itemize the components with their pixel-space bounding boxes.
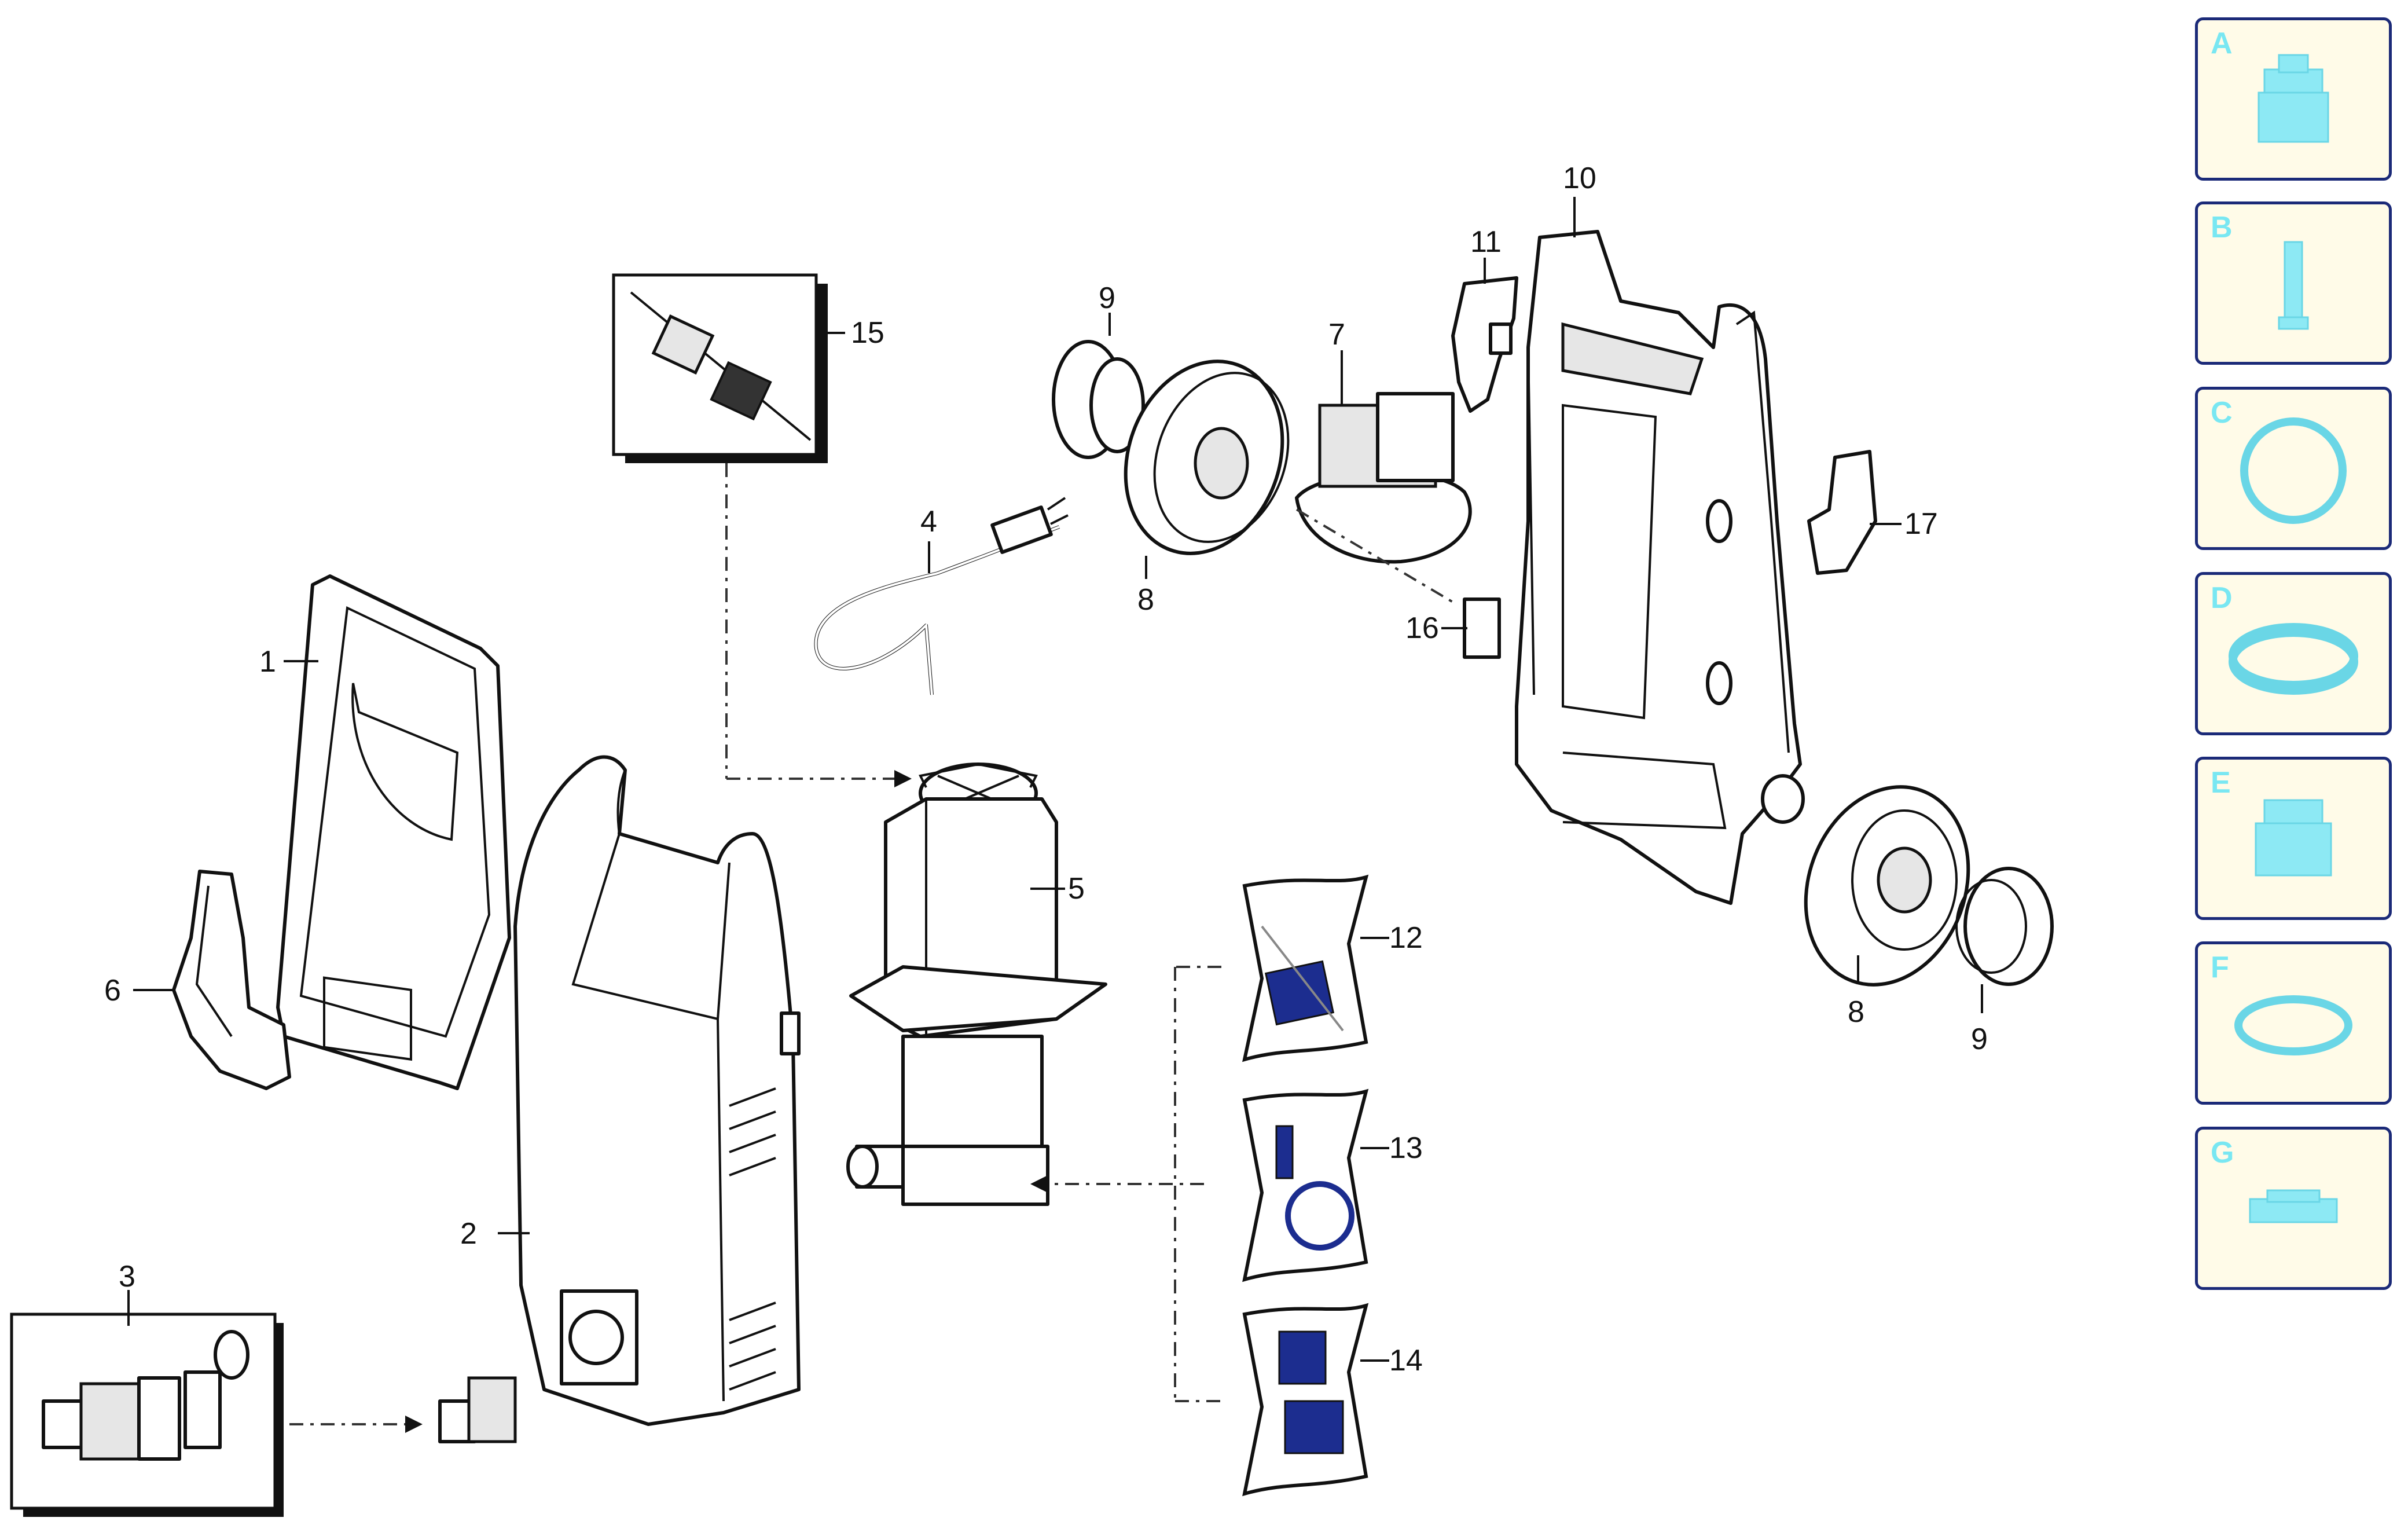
callout-2: 2 bbox=[460, 1217, 477, 1251]
part-2-housing[interactable] bbox=[513, 755, 801, 1426]
callout-11: 11 bbox=[1470, 225, 1502, 259]
part-3-coupling-kit[interactable] bbox=[10, 1313, 284, 1517]
callout-17: 17 bbox=[1904, 507, 1938, 541]
callout-1: 1 bbox=[259, 645, 276, 679]
category-tile-a[interactable]: A bbox=[2195, 17, 2392, 181]
callout-10: 10 bbox=[1563, 162, 1596, 195]
tile-letter: E bbox=[2211, 766, 2231, 800]
callout-15: 15 bbox=[851, 316, 884, 350]
o-ring-icon bbox=[2234, 995, 2352, 1055]
callout-5: 5 bbox=[1068, 872, 1085, 906]
part-14-kit-bag[interactable] bbox=[1242, 1303, 1369, 1497]
callout-9-bottom: 9 bbox=[1971, 1022, 1988, 1056]
tile-letter: B bbox=[2211, 211, 2233, 244]
part-12-kit-bag[interactable] bbox=[1242, 874, 1369, 1062]
part-8-wheel-top[interactable] bbox=[1100, 339, 1311, 575]
gasket-icon bbox=[2229, 623, 2358, 695]
part-4-power-cord[interactable] bbox=[814, 497, 1069, 695]
callout-6: 6 bbox=[104, 974, 121, 1007]
tile-letter: G bbox=[2211, 1136, 2234, 1170]
part-17-clip[interactable] bbox=[1807, 450, 1877, 575]
callout-4: 4 bbox=[920, 505, 937, 538]
callout-16: 16 bbox=[1405, 611, 1439, 645]
part-9-wheel-cap-bottom[interactable] bbox=[1955, 867, 2054, 986]
callout-14: 14 bbox=[1389, 1344, 1423, 1377]
category-tile-f[interactable]: F bbox=[2195, 941, 2392, 1105]
part-16-clip[interactable] bbox=[1463, 597, 1501, 659]
callout-9-top: 9 bbox=[1099, 281, 1115, 315]
part-13-kit-bag[interactable] bbox=[1242, 1088, 1369, 1282]
seal-ring-icon bbox=[2240, 417, 2347, 524]
tile-letter: D bbox=[2211, 581, 2233, 615]
category-tile-d[interactable]: D bbox=[2195, 572, 2392, 735]
part-9-wheel-cap-top[interactable] bbox=[1052, 340, 1145, 459]
part-6-hook[interactable] bbox=[172, 870, 291, 1090]
piston-icon bbox=[2278, 241, 2309, 330]
part-11-cord-hook[interactable] bbox=[1451, 276, 1518, 413]
category-tile-c[interactable]: C bbox=[2195, 387, 2392, 550]
flat-seal-icon bbox=[2249, 1189, 2338, 1223]
category-tile-e[interactable]: E bbox=[2195, 757, 2392, 920]
callout-12: 12 bbox=[1389, 921, 1423, 955]
pump-head-icon bbox=[2258, 54, 2329, 143]
part-7-pressure-switch[interactable] bbox=[1295, 392, 1472, 564]
part-1-front-cover[interactable] bbox=[276, 574, 511, 1090]
tile-letter: C bbox=[2211, 396, 2233, 430]
callout-13: 13 bbox=[1389, 1131, 1423, 1165]
callout-3: 3 bbox=[119, 1260, 135, 1293]
part-5-motor-pump[interactable] bbox=[846, 762, 1107, 1206]
part-10-chassis[interactable] bbox=[1515, 230, 1805, 905]
tile-letter: A bbox=[2211, 27, 2233, 60]
part-15-brush-kit[interactable] bbox=[612, 273, 828, 463]
category-tile-g[interactable]: G bbox=[2195, 1127, 2392, 1290]
callout-8-top: 8 bbox=[1137, 583, 1154, 617]
tile-letter: F bbox=[2211, 951, 2229, 984]
part-8-wheel-bottom[interactable] bbox=[1779, 764, 1995, 1007]
part-3-adapter[interactable] bbox=[438, 1376, 517, 1443]
callout-7: 7 bbox=[1328, 318, 1345, 351]
callout-8-bottom: 8 bbox=[1848, 995, 1864, 1029]
valve-icon bbox=[2255, 799, 2332, 877]
category-tile-b[interactable]: B bbox=[2195, 201, 2392, 365]
